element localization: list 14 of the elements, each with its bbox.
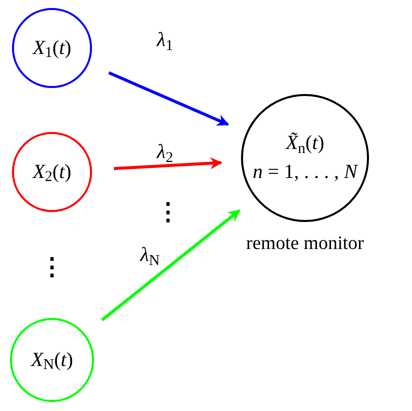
ellipsis-mark: ⋮ [156, 199, 180, 228]
arrow [114, 157, 222, 170]
node-label: X$_{N}$(t) [31, 348, 73, 372]
node-label: X̃$_{n}$(t) [286, 131, 324, 156]
node-caption: remote monitor [246, 232, 364, 256]
edge-label: λ$_{1}$ [156, 28, 174, 55]
node-label: X$_{1}$(t) [32, 36, 72, 60]
node-label: n = 1, . . . , N [252, 160, 358, 185]
arrow [101, 209, 240, 322]
node-label: X$_{2}$(t) [32, 160, 72, 184]
ellipsis-mark: ⋮ [40, 254, 64, 283]
edge-label: λ$_{2}$ [156, 140, 174, 167]
edge-label: λ$_{N}$ [140, 243, 160, 270]
arrow [108, 71, 230, 126]
